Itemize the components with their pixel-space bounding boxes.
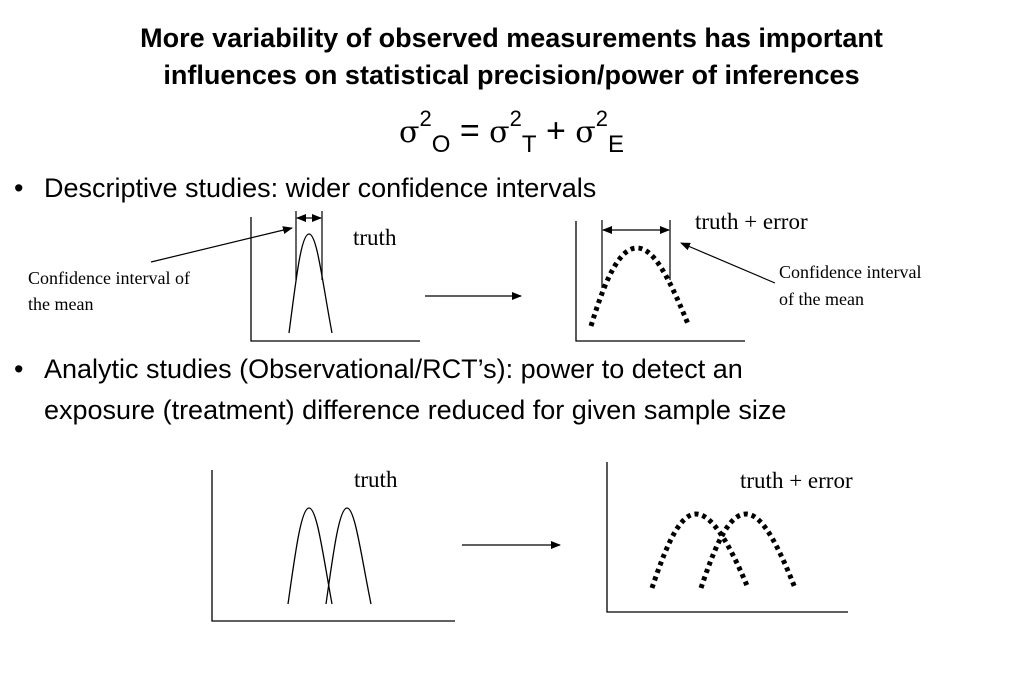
variance-equation: σ2O = σ2T + σ2E xyxy=(0,106,1023,159)
ci-callout-right: Confidence interval of the mean xyxy=(680,242,921,309)
subscript-observed: O xyxy=(431,131,451,158)
bullet-descriptive: • Descriptive studies: wider confidence … xyxy=(14,168,596,209)
bullet-descriptive-text: Descriptive studies: wider confidence in… xyxy=(44,173,597,203)
bullet-analytic: • Analytic studies (Observational/RCT’s)… xyxy=(14,349,786,431)
exponent: 2 xyxy=(419,106,432,131)
ci-label-line-2: of the mean xyxy=(779,289,864,309)
subscript-true: T xyxy=(521,131,537,158)
truth-label: truth xyxy=(353,225,397,250)
diagram2-error-plot: truth + error xyxy=(606,462,853,613)
wide-dotted-curve xyxy=(588,245,691,327)
title-line-1: More variability of observed measurement… xyxy=(140,23,883,53)
bullet-dot: • xyxy=(14,173,24,203)
axes xyxy=(250,217,420,342)
diagram1-error-plot: truth + error xyxy=(575,209,808,342)
bullet-analytic-line-1: Analytic studies (Observational/RCT’s): … xyxy=(44,354,743,384)
plus-sign: + xyxy=(545,112,566,150)
callout-arrow xyxy=(680,242,776,284)
wide-dotted-curve-1 xyxy=(649,511,751,589)
truth-label: truth xyxy=(354,467,398,492)
axes xyxy=(211,470,455,622)
error-label: truth + error xyxy=(695,209,808,234)
sigma-symbol: σ xyxy=(489,115,510,150)
ci-label-line-1: Confidence interval of xyxy=(28,268,190,288)
callout-arrow xyxy=(150,226,293,263)
exponent: 2 xyxy=(509,106,522,131)
narrow-curve xyxy=(288,233,333,334)
title-line-2: influences on statistical precision/powe… xyxy=(163,60,860,90)
equals-sign: = xyxy=(459,112,480,150)
narrow-curve-1 xyxy=(287,507,333,605)
exponent: 2 xyxy=(595,106,609,131)
ci-label-line-2: the mean xyxy=(28,294,93,314)
error-label: truth + error xyxy=(740,468,853,493)
axes xyxy=(606,462,848,613)
ci-callout-left: Confidence interval of the mean xyxy=(28,226,293,314)
diagram1-truth-plot: truth xyxy=(250,211,420,342)
sigma-symbol: σ xyxy=(575,115,596,150)
axes xyxy=(575,221,745,342)
slide-title: More variability of observed measurement… xyxy=(0,20,1023,94)
ci-label-line-1: Confidence interval xyxy=(779,262,921,282)
wide-dotted-curve-2 xyxy=(698,511,798,589)
bullet-dot: • xyxy=(14,354,24,384)
diagram2-truth-plot: truth xyxy=(211,467,455,622)
narrow-curve-2 xyxy=(325,507,372,605)
subscript-error: E xyxy=(608,131,625,158)
sigma-symbol: σ xyxy=(398,115,420,150)
bullet-analytic-line-2: exposure (treatment) difference reduced … xyxy=(44,395,787,425)
